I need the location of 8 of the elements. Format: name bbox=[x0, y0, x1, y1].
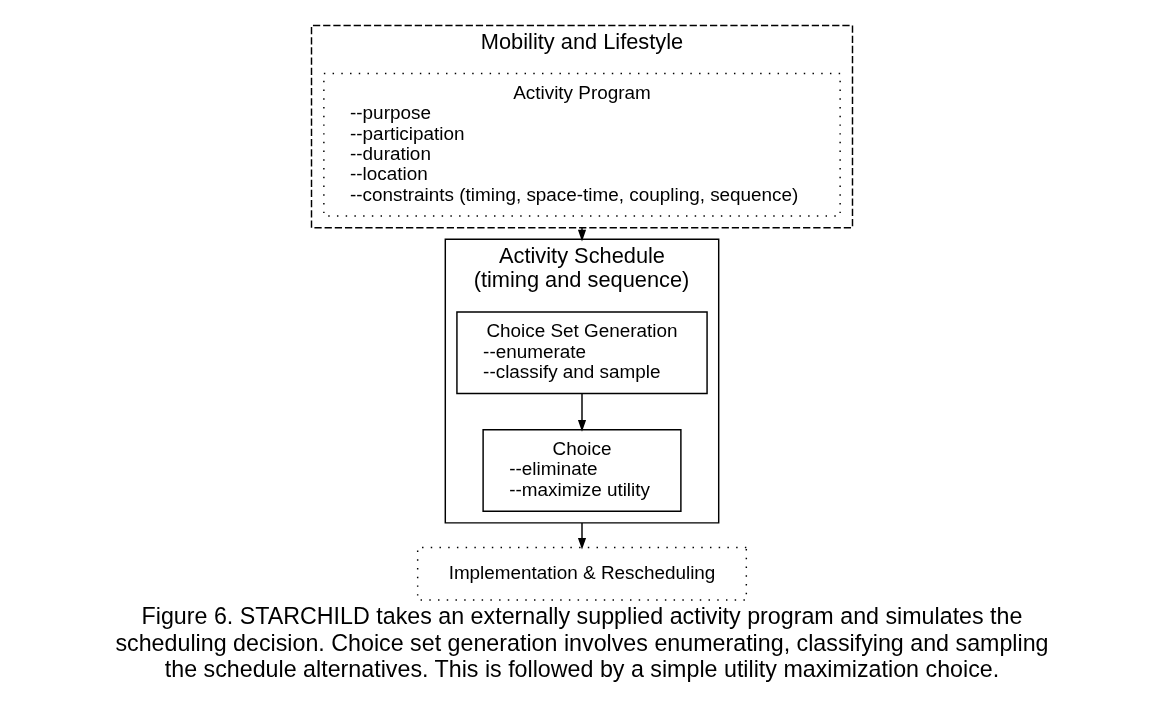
caption: Figure 6. STARCHILD takes an externally supplied activity program and simulates the scheduling decision. Choice set generation involves enumerating, classifying and sampling the schedule alternatives. This is followed by a simple utility maximization choice. bbox=[114, 603, 1049, 682]
arrow bbox=[577, 226, 586, 242]
node-box: Implementation & Rescheduling bbox=[416, 546, 747, 601]
node-box: Choice --eliminate --maximize utility bbox=[481, 429, 682, 512]
node-box: Activity Program --purpose --participation --duration --location --constraints (timing, space-time, coupling, sequence) bbox=[322, 72, 841, 217]
arrow bbox=[577, 393, 586, 432]
arrow bbox=[577, 522, 586, 550]
node-box: Choice Set Generation --enumerate --classify and sample bbox=[455, 311, 708, 395]
